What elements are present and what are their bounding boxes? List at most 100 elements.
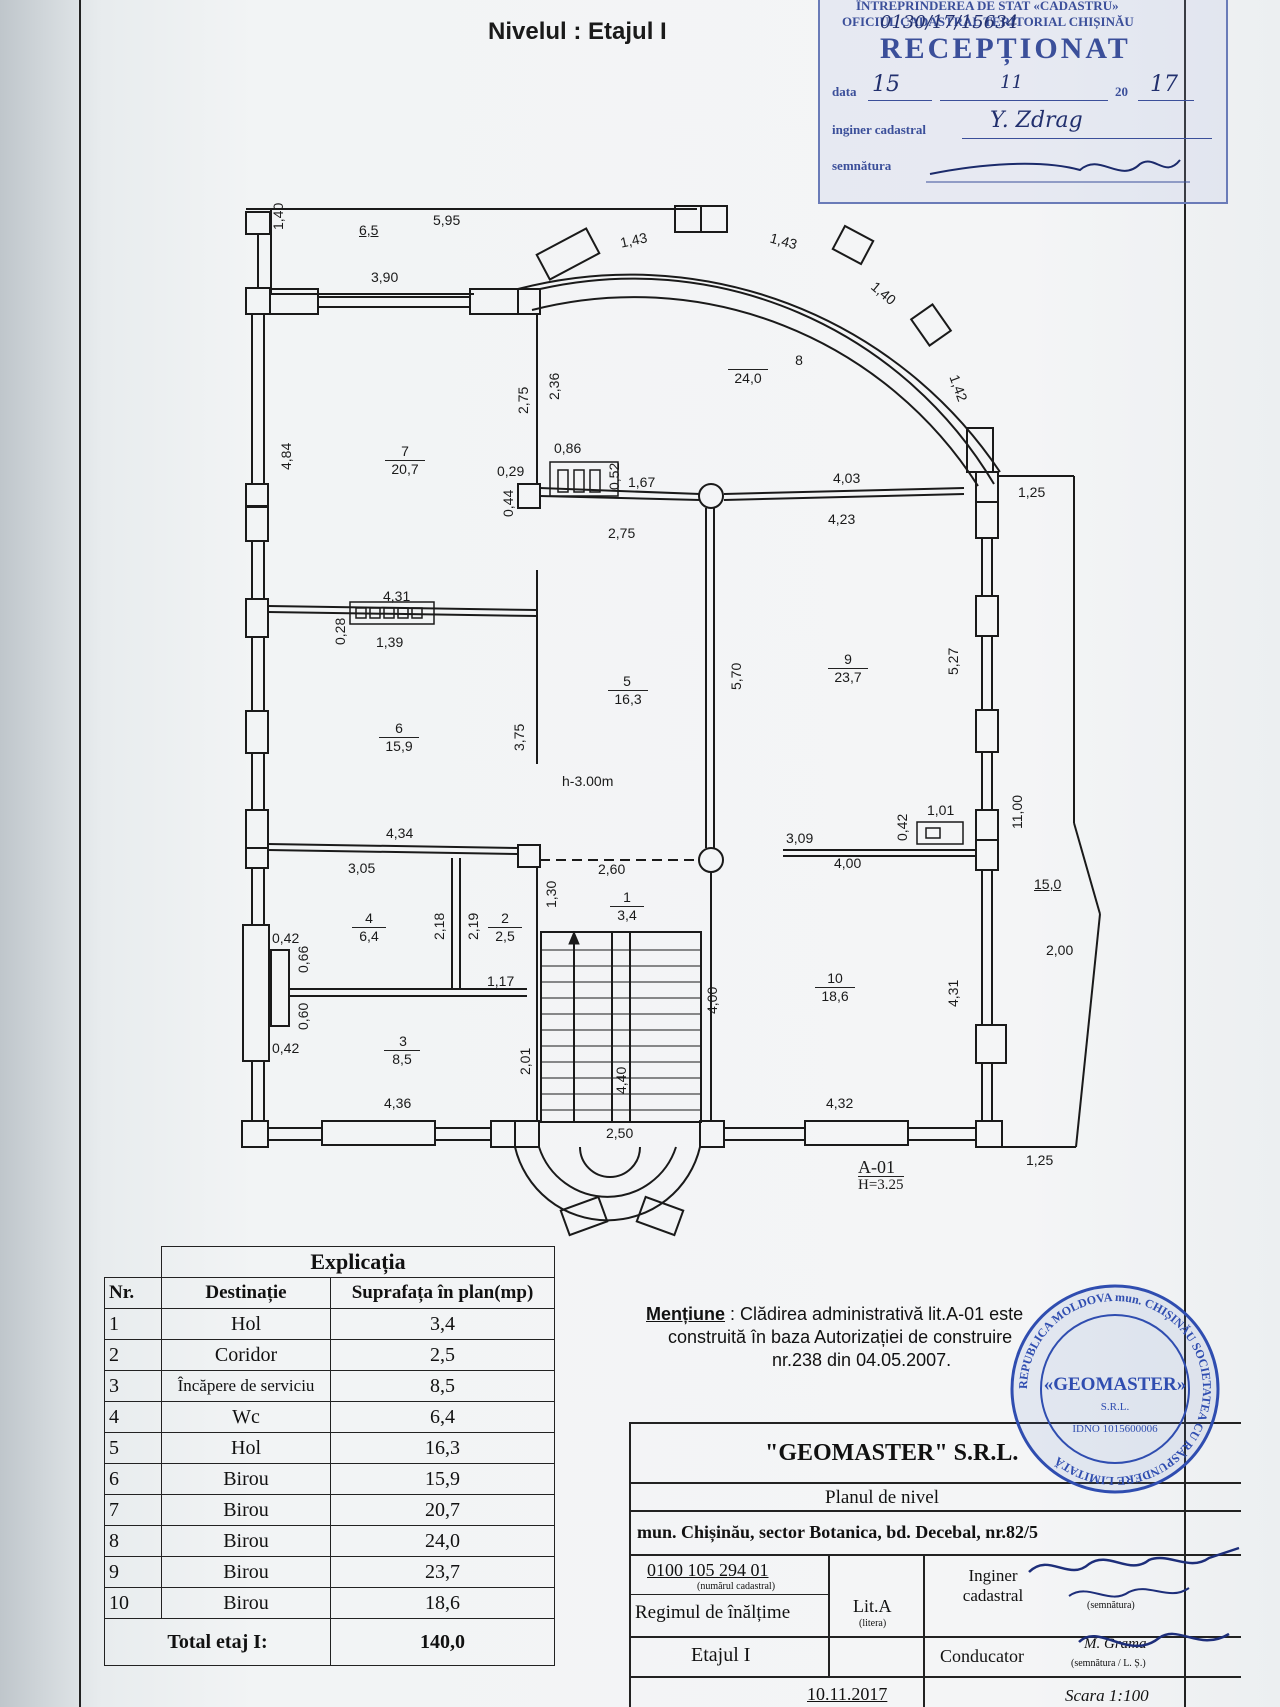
dim-label: 4,32 [826, 1095, 854, 1111]
dim-label: 4,84 [278, 442, 294, 470]
dim-label: 2,60 [598, 861, 626, 877]
dim-label: 1,01 [927, 802, 955, 818]
company-round-seal: REPUBLICA MOLDOVA mun. CHIȘINĂU SOCIETAT… [1010, 1284, 1220, 1494]
legend-nr: 7 [104, 1494, 162, 1526]
handwritten-signatures [1028, 1546, 1240, 1648]
room-5-area: 16,3 [608, 690, 648, 707]
stamp-date-year-prefix: 20 [1115, 84, 1128, 99]
dim-label: 4,31 [945, 979, 961, 1007]
cadastre-reception-stamp: ÎNTREPRINDEREA DE STAT «CADASTRU» OFICIU… [818, 0, 1228, 204]
legend-area: 8,5 [330, 1370, 555, 1402]
legend-area: 24,0 [330, 1525, 555, 1557]
room-2-area: 2,5 [488, 927, 522, 944]
stamp-date-underline [868, 100, 932, 101]
balcony-right-area: 15,0 [1034, 876, 1062, 892]
seal-srl: S.R.L. [1101, 1401, 1130, 1413]
stamp-date-label: data [832, 84, 857, 99]
stamp-org-line1: ÎNTREPRINDEREA DE STAT «CADASTRU» [856, 0, 1119, 13]
legend-destination: Hol [161, 1308, 331, 1340]
director-signature-caption: (semnătura / L. Ș.) [1071, 1658, 1146, 1669]
room-4-number: 4 [365, 910, 373, 926]
dim-label: 4,40 [613, 1066, 629, 1094]
director-label: Conducator [940, 1646, 1024, 1666]
dim-label: 2,00 [1046, 942, 1074, 958]
tb-border [828, 1554, 830, 1676]
legend-destination: Încăpere de serviciu [161, 1370, 331, 1402]
dim-label: 0,44 [500, 489, 516, 517]
legend-total-label: Total etaj I: [104, 1618, 331, 1666]
legend-area: 6,4 [330, 1401, 555, 1433]
legend-nr: 6 [104, 1463, 162, 1495]
room-3-area: 8,5 [384, 1050, 420, 1067]
director-name: M. Grama [1084, 1636, 1147, 1652]
level-name: Etajul I [691, 1644, 751, 1666]
dim-label: 1,17 [487, 973, 515, 989]
dim-label: 1,67 [628, 474, 656, 490]
tb-border [629, 1554, 1241, 1556]
mention-label: Mențiune [646, 1304, 725, 1324]
legend-total-value: 140,0 [330, 1618, 555, 1666]
legend-area: 16,3 [330, 1432, 555, 1464]
dim-label: 5,27 [945, 647, 961, 675]
dim-label: 4,23 [828, 511, 856, 527]
section-height: H=3.25 [858, 1176, 904, 1193]
legend-destination: Birou [161, 1587, 331, 1619]
room-3-number: 3 [399, 1033, 407, 1049]
ceiling-height-note: h-3.00m [562, 773, 614, 789]
plan-walls [241, 205, 1101, 1237]
legend-destination: Birou [161, 1463, 331, 1495]
dim-label: 5,70 [728, 662, 744, 690]
dim-label: 2,50 [606, 1125, 634, 1141]
legend-area: 18,6 [330, 1587, 555, 1619]
dim-label: 4,00 [704, 986, 720, 1014]
tb-border [629, 1676, 1241, 1678]
stamp-date-month: 11 [1000, 72, 1023, 93]
mention-line2: construită în baza Autorizației de const… [668, 1327, 1013, 1347]
room-8-area: 24,0 [728, 369, 768, 386]
dim-label: 3,90 [371, 269, 399, 285]
legend-nr: 4 [104, 1401, 162, 1433]
legend-header: Suprafața în plan(mp) [330, 1277, 555, 1309]
cadastral-caption: (numărul cadastral) [697, 1581, 776, 1592]
engineer-signature-caption: (semnătura) [1087, 1600, 1135, 1611]
stamp-engineer-label: inginer cadastral [832, 122, 927, 137]
dim-label: 0,28 [332, 617, 348, 645]
stamp-date-underline [940, 100, 1108, 101]
section-label: A-01 [858, 1157, 895, 1177]
dim-label: 2,19 [465, 912, 481, 940]
document-date: 10.11.2017 [807, 1684, 888, 1704]
legend-destination: Birou [161, 1556, 331, 1588]
ventilation-ducts [349, 461, 964, 845]
letter-caption: (litera) [859, 1618, 887, 1629]
legend-area: 23,7 [330, 1556, 555, 1588]
legend-nr: 8 [104, 1525, 162, 1557]
tb-border [629, 1594, 828, 1595]
legend-caption: Explicația [161, 1246, 555, 1278]
legend-nr: 10 [104, 1587, 162, 1619]
legend-nr: 2 [104, 1339, 162, 1371]
dim-label: 4,00 [834, 855, 862, 871]
dim-label: 0,86 [554, 440, 582, 456]
room-10-area: 18,6 [815, 987, 855, 1004]
dim-label: 1,39 [376, 634, 404, 650]
dim-label: 0,60 [295, 1002, 311, 1030]
room-1-number: 1 [623, 889, 631, 905]
legend-destination: Hol [161, 1432, 331, 1464]
room-7-area: 20,7 [385, 460, 425, 477]
dim-label: 2,18 [431, 912, 447, 940]
room-5-number: 5 [623, 673, 631, 689]
page-edge-shadow [0, 0, 78, 1707]
dim-label: 0,42 [272, 930, 300, 946]
dim-label: 0,66 [295, 945, 311, 973]
room-9-area: 23,7 [828, 668, 868, 685]
dim-label: 4,36 [384, 1095, 412, 1111]
height-regime-label: Regimul de înălțime [635, 1602, 791, 1623]
